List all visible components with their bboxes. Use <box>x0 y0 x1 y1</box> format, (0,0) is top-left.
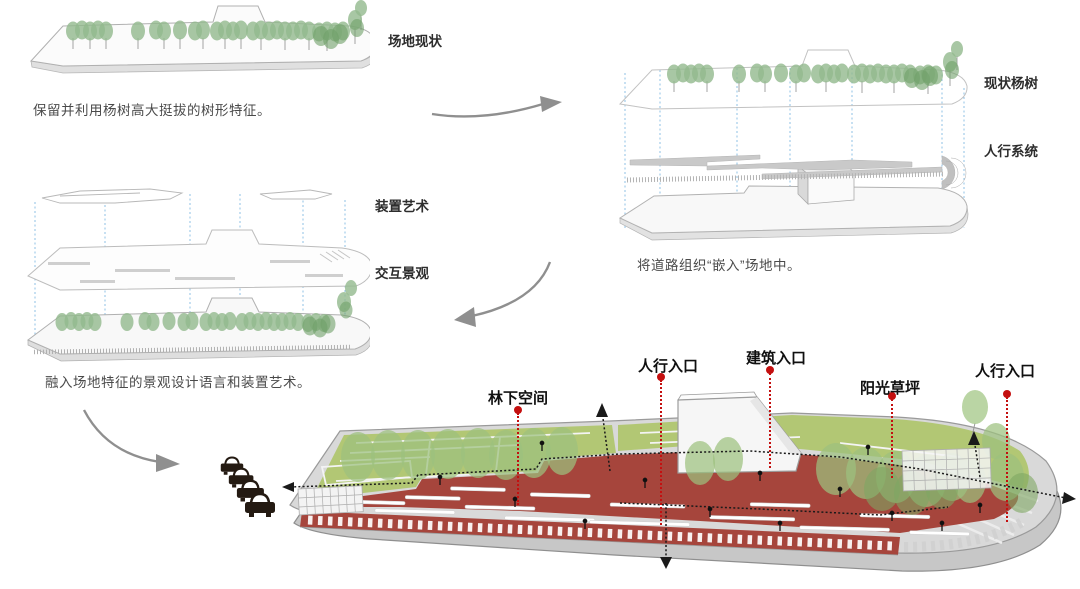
leader-dot <box>888 392 896 400</box>
annotation-pedestrian-entrance-left: 人行入口 <box>637 358 699 375</box>
circulation-arrows <box>289 410 1067 561</box>
step3-exploded-diagram <box>27 188 370 362</box>
annotation-pedestrian-entrance-right: 人行入口 <box>974 363 1036 380</box>
leader-line-sunny-lawn <box>888 392 896 478</box>
annotation-building-entrance: 建筑入口 <box>745 350 807 367</box>
leader-line-pedestrian-entrance-right <box>1003 390 1011 522</box>
annotation-forest-space: 林下空间 <box>487 390 549 407</box>
leader-dot <box>1003 390 1011 398</box>
step2-caption: 将道路组织“嵌入”场地中。 <box>637 258 801 273</box>
dense-tree-cluster <box>904 61 959 90</box>
layer-label-interactive-landscape: 交互景观 <box>375 266 429 281</box>
pergola-grid-left <box>297 485 364 516</box>
flow-arrow-1-icon <box>431 96 562 118</box>
dense-tree-cluster <box>313 19 364 49</box>
lone-tree <box>962 390 988 424</box>
step1-caption: 保留并利用杨树高大挺拔的树形特征。 <box>33 103 271 118</box>
leader-dot <box>657 373 665 381</box>
flow-arrow-2-icon <box>454 261 552 327</box>
final-axon-diagram <box>282 390 1076 572</box>
step2-exploded-diagram <box>618 41 969 241</box>
dense-tree-cluster <box>302 301 353 338</box>
leader-line-pedestrian-entrance-left <box>657 373 665 525</box>
arrowheads <box>282 403 1076 569</box>
leader-line-forest-space <box>514 406 522 505</box>
layer-label-installation-art: 装置艺术 <box>375 199 429 214</box>
people-figures <box>437 440 983 531</box>
corner-hatch <box>319 249 351 263</box>
leader-dot <box>514 406 522 414</box>
path-fragments <box>48 260 343 283</box>
leader-dot <box>766 366 774 374</box>
layer-label-existing-poplars: 现状杨树 <box>984 76 1038 91</box>
flow-arrow-3-icon <box>82 409 180 472</box>
step1-title: 场地现状 <box>388 34 442 49</box>
installation-art-shapes <box>41 188 333 204</box>
layer-label-pedestrian-system: 人行系统 <box>984 144 1038 159</box>
pergola-grid-right <box>901 447 992 492</box>
step1-site-diagram <box>30 0 370 74</box>
leader-line-building-entrance <box>766 366 774 468</box>
annotation-sunny-lawn: 阳光草坪 <box>859 380 921 397</box>
step3-caption: 融入场地特征的景观设计语言和装置艺术。 <box>45 375 311 390</box>
